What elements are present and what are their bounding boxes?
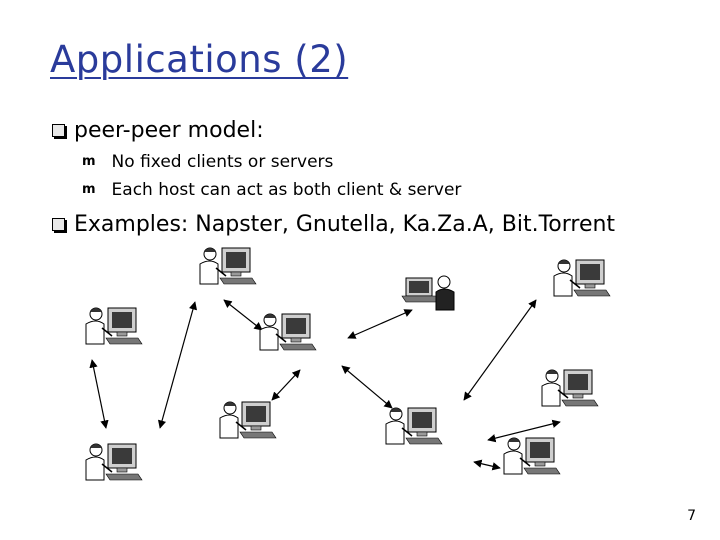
- m-bullet-icon: m: [82, 153, 96, 169]
- page-number: 7: [687, 508, 696, 524]
- arrow-hostC-hostF: [271, 369, 301, 401]
- subbullet-each-host: m Each host can act as both client & ser…: [82, 180, 461, 200]
- bullet-text: Examples: Napster, Gnutella, Ka.Za.A, Bi…: [74, 212, 616, 237]
- bullet-text: peer-peer model:: [74, 118, 264, 143]
- arrow-hostB-hostE: [89, 359, 109, 429]
- host-computer-icon: [199, 247, 257, 285]
- host-computer-icon: [503, 437, 561, 475]
- host-computer-icon: [219, 401, 277, 439]
- host-computer-icon: [385, 407, 443, 445]
- arrow-hostG-hostI: [487, 419, 561, 443]
- arrow-hostA-hostC: [223, 299, 263, 331]
- host-computer-icon: [259, 313, 317, 351]
- arrow-hostC-hostD: [347, 309, 413, 339]
- host-computer-icon: [553, 259, 611, 297]
- connection-arrows: [89, 299, 561, 471]
- arrow-hostH-hostG: [463, 299, 537, 401]
- arrow-hostG-hostJ: [473, 459, 501, 471]
- slide-title: Applications (2): [50, 38, 349, 81]
- bullet-peer-model: peer-peer model:: [52, 118, 264, 143]
- subbullet-no-fixed: m No fixed clients or servers: [82, 152, 333, 172]
- subbullet-text: No fixed clients or servers: [111, 152, 334, 172]
- arrow-hostA-hostE: [157, 301, 198, 429]
- host-computer-icon: [541, 369, 599, 407]
- subbullet-text: Each host can act as both client & serve…: [111, 180, 462, 200]
- square-bullet-icon: [52, 124, 65, 137]
- host-computer-icon: [85, 443, 143, 481]
- arrow-hostC-hostG: [341, 365, 393, 409]
- square-bullet-icon: [52, 218, 65, 231]
- host-laptop-icon: [401, 275, 455, 311]
- m-bullet-icon: m: [82, 181, 96, 197]
- host-computer-icon: [85, 307, 143, 345]
- bullet-examples: Examples: Napster, Gnutella, Ka.Za.A, Bi…: [52, 212, 615, 237]
